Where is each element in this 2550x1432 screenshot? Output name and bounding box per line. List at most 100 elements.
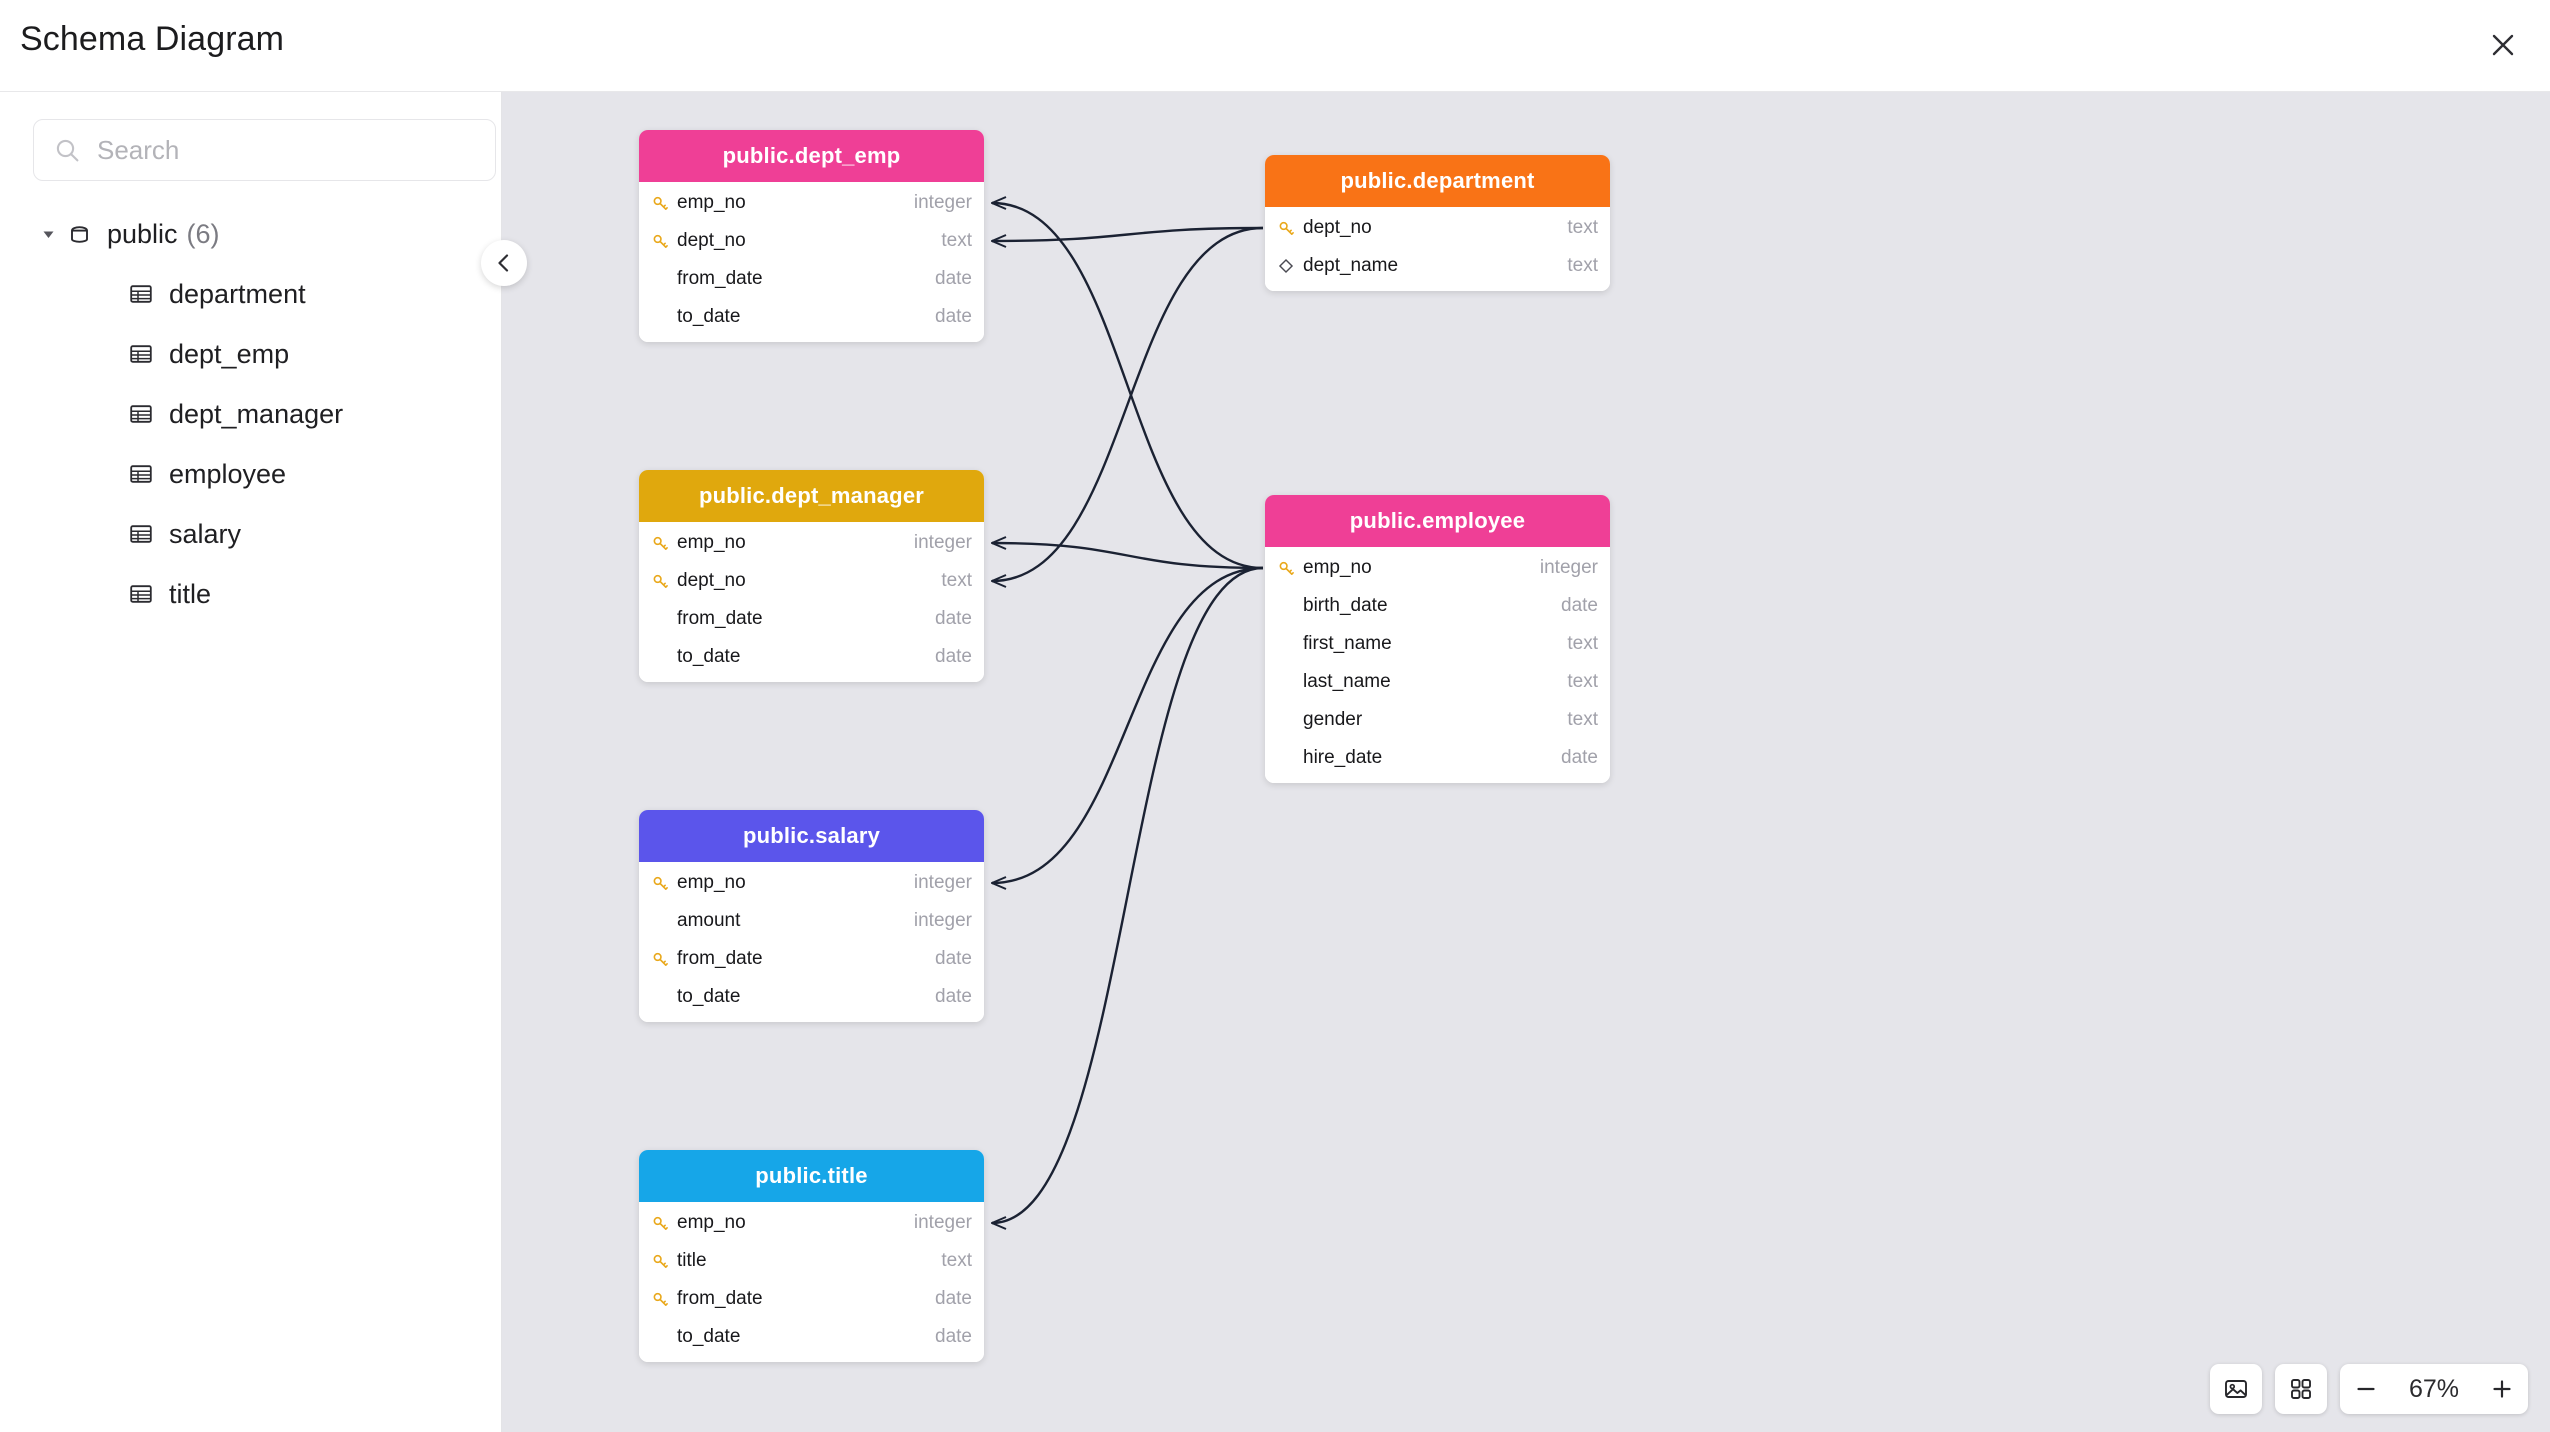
key-icon [652, 1215, 677, 1232]
column-row[interactable]: title text [639, 1242, 984, 1280]
column-type: integer [913, 1212, 972, 1233]
table-icon [128, 581, 154, 607]
column-name: emp_no [677, 192, 746, 213]
search-input[interactable] [95, 133, 455, 167]
schema-tree: public (6) department dept_emp dept_mana… [0, 204, 502, 624]
table-node-header[interactable]: public.dept_manager [639, 470, 984, 522]
table-node-dept_manager[interactable]: public.dept_manager emp_no integer dept_… [639, 470, 984, 682]
table-icon [128, 281, 154, 307]
column-row[interactable]: emp_no integer [1265, 549, 1610, 587]
column-row[interactable]: dept_no text [639, 562, 984, 600]
tree-table-label: dept_emp [169, 338, 290, 369]
table-node-header[interactable]: public.department [1265, 155, 1610, 207]
tree-schema-public[interactable]: public (6) [0, 204, 502, 264]
column-type: date [935, 268, 972, 289]
column-row[interactable]: to_date date [639, 298, 984, 336]
key-icon [652, 875, 677, 892]
table-node-employee[interactable]: public.employee emp_no integer birth_dat… [1265, 495, 1610, 783]
column-row[interactable]: gender text [1265, 701, 1610, 739]
relationship-edge[interactable] [992, 566, 1264, 1223]
close-button[interactable] [2472, 14, 2534, 76]
column-name: emp_no [677, 532, 746, 553]
table-icon [128, 461, 154, 487]
relationship-edge[interactable] [992, 226, 1264, 241]
tree-schema-count: (6) [186, 218, 220, 249]
key-icon [652, 535, 677, 552]
relationship-edges [502, 92, 1264, 1432]
relationship-edge[interactable] [992, 226, 1264, 581]
column-row[interactable]: last_name text [1265, 663, 1610, 701]
table-node-salary[interactable]: public.salary emp_no integer amount inte… [639, 810, 984, 1022]
diamond-icon [1278, 258, 1303, 274]
table-node-header[interactable]: public.employee [1265, 495, 1610, 547]
column-type: text [1567, 671, 1598, 692]
key-icon [652, 233, 677, 250]
column-row[interactable]: emp_no integer [639, 184, 984, 222]
column-row[interactable]: to_date date [639, 638, 984, 676]
column-row[interactable]: dept_name text [1265, 247, 1610, 285]
column-row[interactable]: dept_no text [1265, 209, 1610, 247]
column-name: from_date [677, 608, 763, 629]
table-node-body: emp_no integer dept_no text from_date da… [639, 522, 984, 682]
table-node-header[interactable]: public.dept_emp [639, 130, 984, 182]
tree-table-label: title [169, 578, 212, 609]
table-node-dept_emp[interactable]: public.dept_emp emp_no integer dept_no t… [639, 130, 984, 342]
column-name: to_date [677, 306, 741, 327]
tree-table-label: department [169, 278, 306, 309]
column-type: text [1567, 633, 1598, 654]
auto-layout-button[interactable] [2275, 1364, 2327, 1414]
column-name: to_date [677, 646, 741, 667]
zoom-controls: 67% [2340, 1364, 2528, 1414]
table-icon [128, 401, 154, 427]
column-type: integer [913, 910, 972, 931]
tree-table-label: employee [169, 458, 287, 489]
tree-table-employee[interactable]: employee [0, 444, 502, 504]
column-row[interactable]: emp_no integer [639, 524, 984, 562]
column-type: integer [913, 532, 972, 553]
grid-icon [2291, 1379, 2311, 1399]
search-icon [54, 137, 81, 164]
search-box[interactable] [33, 119, 496, 181]
tree-table-department[interactable]: department [0, 264, 502, 324]
column-name: emp_no [677, 1212, 746, 1233]
table-node-header[interactable]: public.title [639, 1150, 984, 1202]
column-row[interactable]: from_date date [639, 940, 984, 978]
column-row[interactable]: birth_date date [1265, 587, 1610, 625]
column-name: emp_no [1303, 557, 1372, 578]
table-node-title: public.salary [742, 823, 881, 848]
table-node-department[interactable]: public.department dept_no text dept_name… [1265, 155, 1610, 291]
sidebar-collapse-button[interactable] [481, 240, 527, 286]
column-row[interactable]: to_date date [639, 1318, 984, 1356]
table-node-title[interactable]: public.title emp_no integer title text f… [639, 1150, 984, 1362]
relationship-edge[interactable] [992, 543, 1264, 570]
column-type: date [935, 1326, 972, 1347]
relationship-edge[interactable] [992, 566, 1264, 883]
column-row[interactable]: from_date date [639, 260, 984, 298]
zoom-out-button[interactable] [2340, 1364, 2392, 1414]
tree-table-title[interactable]: title [0, 564, 502, 624]
relationship-edge[interactable] [992, 203, 1264, 570]
tree-table-dept_emp[interactable]: dept_emp [0, 324, 502, 384]
diagram-canvas[interactable]: public.dept_emp emp_no integer dept_no t… [502, 92, 2550, 1432]
column-row[interactable]: dept_no text [639, 222, 984, 260]
tree-table-dept_manager[interactable]: dept_manager [0, 384, 502, 444]
table-node-title: public.dept_emp [722, 143, 901, 168]
export-image-button[interactable] [2210, 1364, 2262, 1414]
column-row[interactable]: first_name text [1265, 625, 1610, 663]
column-type: text [1567, 709, 1598, 730]
zoom-in-button[interactable] [2476, 1364, 2528, 1414]
title-bar: Schema Diagram [0, 0, 2550, 92]
column-row[interactable]: emp_no integer [639, 864, 984, 902]
tree-table-salary[interactable]: salary [0, 504, 502, 564]
column-row[interactable]: emp_no integer [639, 1204, 984, 1242]
table-node-header[interactable]: public.salary [639, 810, 984, 862]
caret-down-icon[interactable] [40, 226, 66, 243]
key-icon [652, 195, 677, 212]
table-icon [128, 521, 154, 547]
column-row[interactable]: amount integer [639, 902, 984, 940]
column-type: text [1567, 217, 1598, 238]
column-row[interactable]: from_date date [639, 600, 984, 638]
column-row[interactable]: from_date date [639, 1280, 984, 1318]
column-row[interactable]: hire_date date [1265, 739, 1610, 777]
column-row[interactable]: to_date date [639, 978, 984, 1016]
